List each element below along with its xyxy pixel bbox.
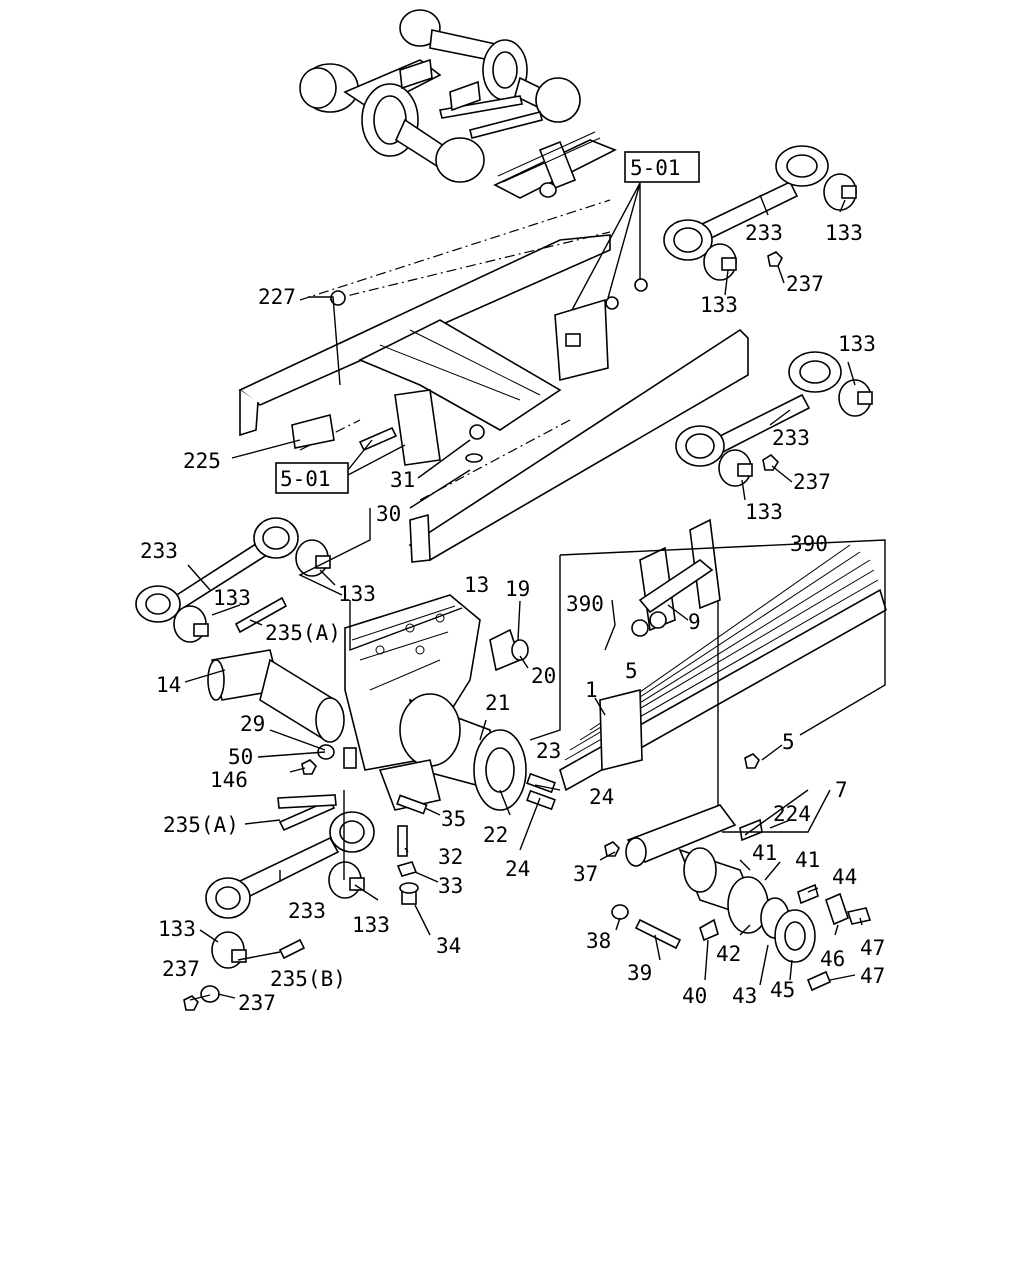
label-133-left-a: 133 xyxy=(338,582,376,606)
label-39: 39 xyxy=(627,961,652,985)
label-5-upper: 5 xyxy=(625,659,638,683)
label-133-middle-left: 133 xyxy=(745,500,783,524)
reference-box-upper-text: 5-01 xyxy=(630,156,681,180)
label-47-upper: 47 xyxy=(860,936,885,960)
label-29: 29 xyxy=(240,712,265,736)
label-32: 32 xyxy=(438,845,463,869)
reference-box-lower[interactable]: 5-01 xyxy=(275,462,349,494)
label-33: 33 xyxy=(438,874,463,898)
label-13: 13 xyxy=(464,573,489,597)
reference-box-upper[interactable]: 5-01 xyxy=(624,151,700,183)
label-225: 225 xyxy=(183,449,221,473)
label-237-upper: 237 xyxy=(786,272,824,296)
label-235a-upper: 235(A) xyxy=(265,621,341,645)
label-41-lower: 41 xyxy=(795,848,820,872)
label-237-lower-b: 237 xyxy=(238,991,276,1015)
label-30: 30 xyxy=(376,502,401,526)
label-20: 20 xyxy=(531,664,556,688)
label-233-lower: 233 xyxy=(288,899,326,923)
torque-rod-upper-right xyxy=(663,145,857,281)
label-42: 42 xyxy=(716,942,741,966)
leader-lines xyxy=(184,194,886,1001)
label-45: 45 xyxy=(770,978,795,1002)
label-5-right: 5 xyxy=(782,730,795,754)
label-133-upper-right: 133 xyxy=(825,221,863,245)
label-1: 1 xyxy=(585,678,598,702)
label-227: 227 xyxy=(258,285,296,309)
label-23: 23 xyxy=(536,739,561,763)
label-44: 44 xyxy=(832,865,857,889)
label-22: 22 xyxy=(483,823,508,847)
label-133-left-b: 133 xyxy=(213,586,251,610)
label-237-lower-a: 237 xyxy=(162,957,200,981)
part-number-labels: 227 225 31 30 233 133 133 237 133 233 23… xyxy=(140,221,885,1015)
label-47-lower: 47 xyxy=(860,964,885,988)
label-24-upper: 24 xyxy=(589,785,614,809)
label-50: 50 xyxy=(228,745,253,769)
trunnion-bracket-illustration xyxy=(207,594,556,905)
label-233-upper: 233 xyxy=(745,221,783,245)
label-38: 38 xyxy=(586,929,611,953)
torque-rod-middle-right xyxy=(675,351,873,487)
label-133-lower-a: 133 xyxy=(352,913,390,937)
label-133-upper-left: 133 xyxy=(700,293,738,317)
label-21: 21 xyxy=(485,691,510,715)
label-390-left: 390 xyxy=(566,592,604,616)
label-31: 31 xyxy=(390,468,415,492)
label-233-left: 233 xyxy=(140,539,178,563)
label-233-middle: 233 xyxy=(772,426,810,450)
label-7: 7 xyxy=(835,778,848,802)
label-133-middle-right: 133 xyxy=(838,332,876,356)
label-34: 34 xyxy=(436,934,461,958)
label-133-lower-b: 133 xyxy=(158,917,196,941)
reference-box-lower-text: 5-01 xyxy=(280,467,331,491)
label-237-middle: 237 xyxy=(793,470,831,494)
label-9: 9 xyxy=(688,610,701,634)
label-224: 224 xyxy=(773,802,811,826)
label-37: 37 xyxy=(573,862,598,886)
label-40: 40 xyxy=(682,984,707,1008)
label-146: 146 xyxy=(210,768,248,792)
label-43: 43 xyxy=(732,984,757,1008)
label-390-right: 390 xyxy=(790,532,828,556)
label-235b: 235(B) xyxy=(270,967,346,991)
chassis-frame-illustration xyxy=(238,199,749,563)
label-24-lower: 24 xyxy=(505,857,530,881)
leaf-spring-illustration xyxy=(559,518,887,820)
assembly-overview-illustration xyxy=(299,9,617,199)
label-46: 46 xyxy=(820,947,845,971)
label-35: 35 xyxy=(441,807,466,831)
label-41-upper: 41 xyxy=(752,841,777,865)
label-235a-lower: 235(A) xyxy=(163,813,239,837)
label-14: 14 xyxy=(156,673,181,697)
label-19: 19 xyxy=(505,577,530,601)
